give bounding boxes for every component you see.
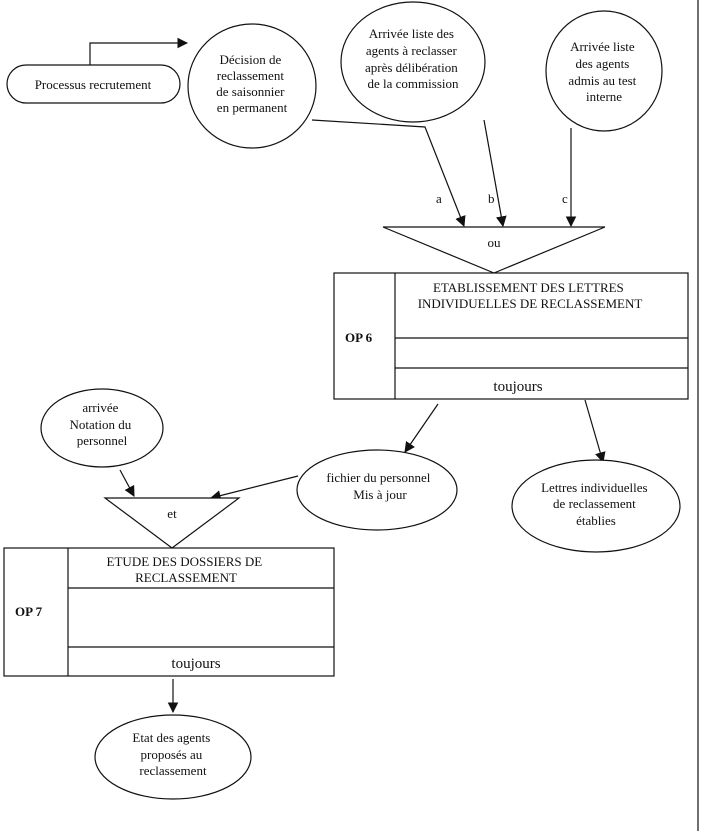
label-b: b [488, 191, 495, 206]
sync-ou-triangle: ou [382, 226, 606, 274]
label-a: a [436, 191, 442, 206]
svg-text:Arrivée liste des agents: Arrivée liste des agents à reclasser apr… [365, 26, 461, 91]
sync-et-label: et [167, 506, 177, 521]
node-fichier-personnel: fichier du personnel Mis à jour [296, 449, 458, 531]
svg-text:Lettres individuelles de: Lettres individuelles de reclassement ét… [541, 480, 651, 528]
arrow-op6-to-fichier [404, 403, 439, 453]
sync-et-triangle: et [103, 497, 241, 549]
node-arrivee-notation: arrivée Notation du personnel [40, 388, 164, 468]
svg-text:fichier du personnel Mis: fichier du personnel Mis à jour [326, 470, 433, 502]
arrow-op6-to-lettres [584, 399, 606, 464]
arrow-notation-to-et [119, 469, 135, 497]
arrow-fichier-to-et [209, 475, 299, 501]
op7-rule: toujours [171, 656, 220, 672]
node-etat-agents: Etat des agents proposés au reclassement [94, 714, 252, 800]
arrow-b [483, 119, 507, 228]
sync-ou-label: ou [488, 235, 502, 250]
op6-id: OP 6 [345, 330, 373, 345]
arrow-processus-to-decision [89, 37, 189, 65]
op6-title: ETABLISSEMENT DES LETTRES INDIVIDUELLES … [418, 280, 643, 311]
node-processus-recrutement: Processus recrutement [6, 64, 181, 104]
op7-id: OP 7 [15, 604, 43, 619]
svg-text:Processus recrutement: Processus recrutement [35, 77, 152, 92]
node-arrivee-liste-reclasser: Arrivée liste des agents à reclasser apr… [340, 1, 486, 123]
svg-text:arrivée Notation du: arrivée Notation du personnel [70, 400, 135, 448]
svg-text:Décision de reclassement: Décision de reclassement de saisonnier e… [216, 52, 287, 115]
arrow-a [311, 119, 466, 228]
svg-text:Etat des agents proposés: Etat des agents proposés au reclassement [132, 730, 213, 778]
node-decision-reclassement: Décision de reclassement de saisonnier e… [187, 23, 317, 149]
node-arrivee-liste-admis: Arrivée liste des agents admis au test i… [545, 10, 663, 132]
label-c: c [562, 191, 568, 206]
svg-text:Arrivée liste des agents: Arrivée liste des agents admis au test i… [568, 39, 639, 104]
op6-box: OP 6 ETABLISSEMENT DES LETTRES INDIVIDUE… [333, 272, 689, 400]
op6-rule: toujours [493, 379, 542, 395]
node-lettres-etablies: Lettres individuelles de reclassement ét… [511, 459, 681, 553]
op7-box: OP 7 ETUDE DES DOSSIERS DE RECLASSEMENT … [3, 547, 335, 677]
op7-title: ETUDE DES DOSSIERS DE RECLASSEMENT [107, 554, 266, 585]
